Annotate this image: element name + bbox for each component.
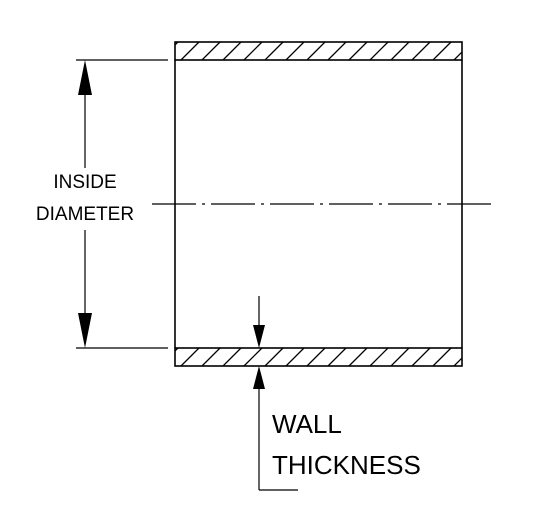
hatch-line — [348, 348, 368, 366]
hatch-line — [285, 42, 305, 60]
hatch-line — [411, 42, 431, 60]
hatch-line — [390, 42, 410, 60]
hatch-line — [432, 348, 452, 366]
wall-thickness-label-line2: THICKNESS — [272, 450, 421, 480]
hatch-line — [201, 42, 221, 60]
wall-thickness-arrow-down-icon — [253, 325, 265, 348]
hatch-line — [180, 348, 200, 366]
bottom-wall-section — [174, 347, 493, 367]
hatch-line — [390, 348, 410, 366]
hatch-line — [222, 42, 242, 60]
hatch-line — [369, 42, 389, 60]
inside-diameter-label-line1: INSIDE — [53, 172, 116, 193]
hatch-line — [201, 348, 221, 366]
hatch-line — [264, 42, 284, 60]
hatch-line — [348, 42, 368, 60]
hatch-line — [327, 348, 347, 366]
hatch-line — [453, 51, 462, 60]
hatch-line — [222, 348, 242, 366]
hatch-line — [180, 42, 200, 60]
hatch-line — [264, 348, 284, 366]
hatch-line — [306, 348, 326, 366]
hatch-line — [411, 348, 431, 366]
hatch-line — [327, 42, 347, 60]
hatch-line — [285, 348, 305, 366]
hatch-line — [369, 348, 389, 366]
hatch-line — [432, 42, 452, 60]
hatch-line — [453, 357, 462, 366]
top-wall-section — [174, 41, 493, 61]
hatch-line — [243, 42, 263, 60]
wall-thickness-label-line1: WALL — [272, 409, 342, 439]
inside-diameter-arrow-down-icon — [78, 313, 92, 348]
wall-thickness-arrow-up-icon — [253, 366, 265, 389]
hatch-line — [475, 42, 493, 60]
hatch-line — [475, 348, 493, 366]
inside-diameter-label-line2: DIAMETER — [36, 204, 134, 225]
inside-diameter-arrow-up-icon — [78, 60, 92, 95]
hatch-line — [306, 42, 326, 60]
hatch-line — [243, 348, 263, 366]
